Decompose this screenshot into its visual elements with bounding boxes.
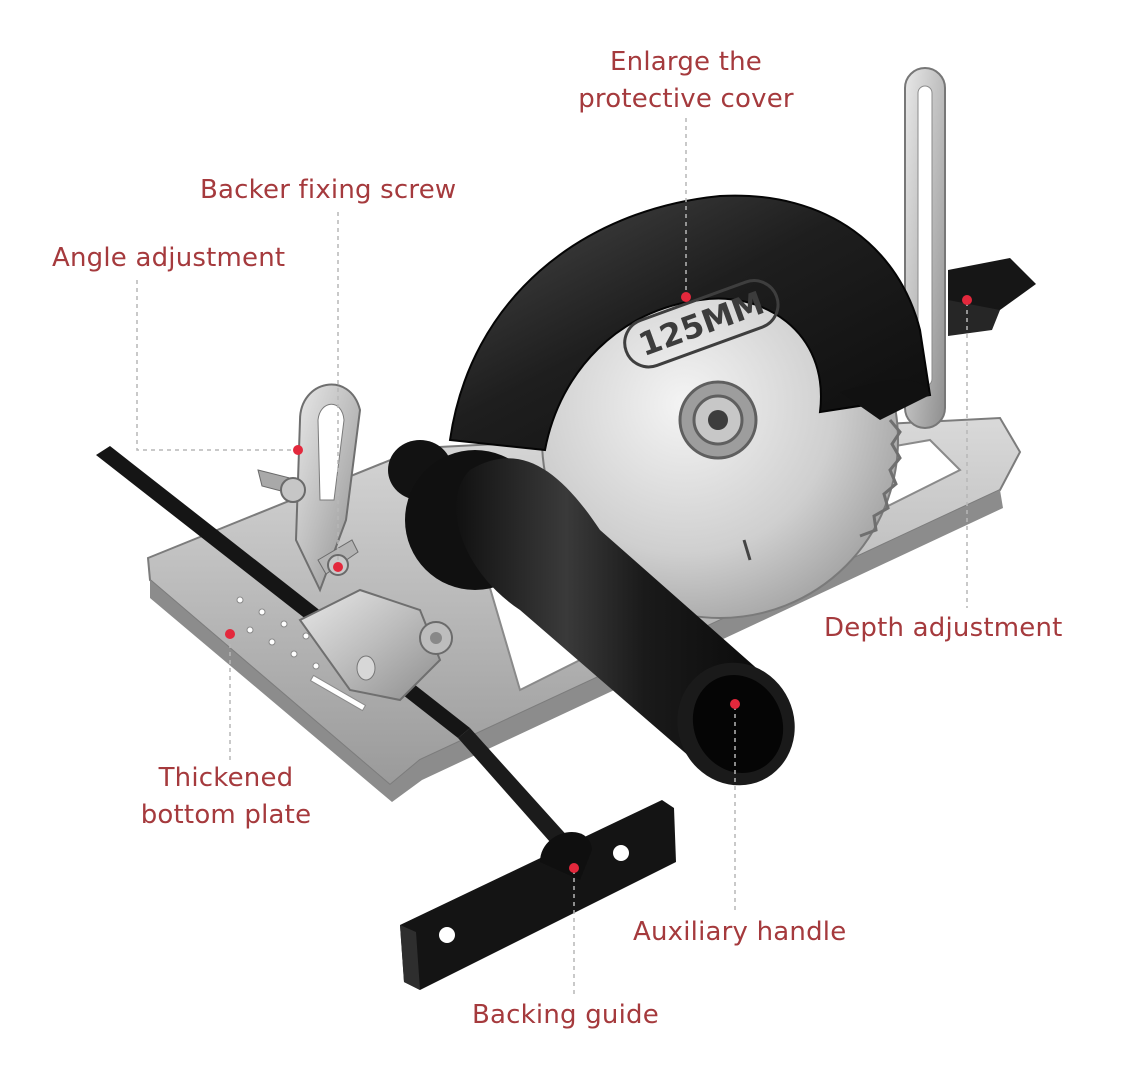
label-backing-guide-text: Backing guide [472,1000,659,1030]
label-angle-adjustment-text: Angle adjustment [52,243,286,273]
label-depth-adjustment-text: Depth adjustment [824,613,1063,643]
saw-blade [541,261,902,619]
marker-dots [225,292,972,873]
label-protective-cover-line2: protective cover [578,84,794,114]
angle-adjustment-bracket [257,383,453,702]
marker-bottom-plate [225,629,235,639]
leader-lines [136,118,968,996]
marker-auxiliary-handle [730,699,740,709]
label-protective-cover-line1: Enlarge the [610,47,762,77]
marker-backing-guide [569,863,579,873]
label-bottom-plate-line2: bottom plate [140,800,312,830]
label-fixing-screw: Backer fixing screw [200,172,456,209]
label-angle-adjustment: Angle adjustment [52,240,285,277]
marker-protective-cover [681,292,691,302]
marker-fixing-screw [333,562,343,572]
label-auxiliary-handle-text: Auxiliary handle [633,917,847,947]
label-bottom-plate: Thickened bottom plate [126,760,326,834]
label-bottom-plate-line1: Thickened [158,763,294,793]
label-backing-guide: Backing guide [472,997,659,1034]
leader-angle-adjustment [136,280,298,451]
label-auxiliary-handle: Auxiliary handle [633,914,846,951]
auxiliary-handle [388,440,795,786]
marker-depth-adjustment [962,295,972,305]
label-protective-cover: Enlarge the protective cover [560,44,812,118]
marker-angle-adjustment [293,445,303,455]
label-depth-adjustment: Depth adjustment [824,610,1063,647]
label-fixing-screw-text: Backer fixing screw [200,175,457,205]
